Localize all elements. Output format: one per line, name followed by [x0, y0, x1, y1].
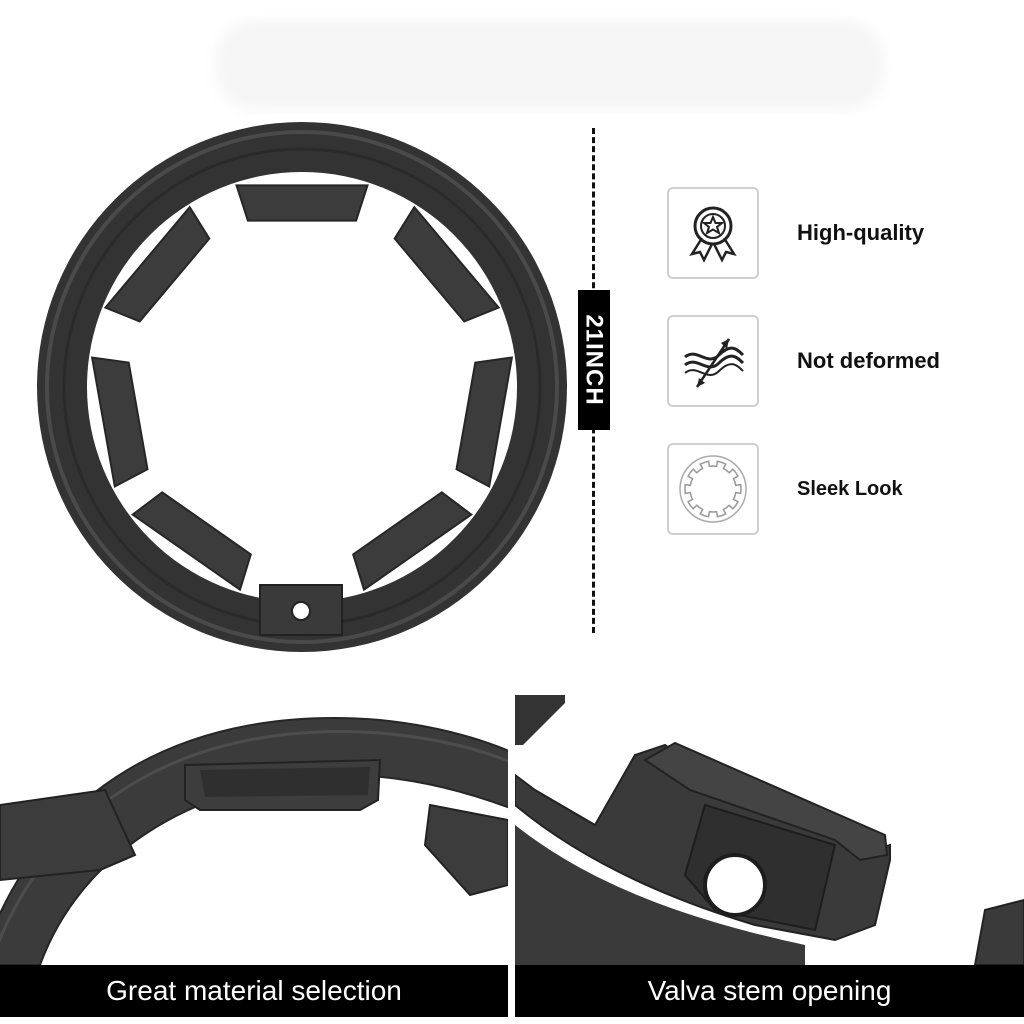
closeup-valve-stem-image [515, 695, 1024, 965]
wheel-trim-ring-image [37, 122, 567, 652]
top-blurred-area [215, 20, 885, 110]
ring-inner-tab [455, 356, 514, 489]
caption-text: Valva stem opening [647, 975, 892, 1006]
ring-inner-tab [393, 205, 501, 323]
feature-high-quality: High-quality [667, 187, 1024, 281]
ring-inner-tab [131, 491, 252, 592]
feature-label: High-quality [797, 220, 925, 245]
ring-inner-tab [352, 491, 473, 592]
feature-label: Not deformed [797, 348, 940, 373]
gear-outline-icon [667, 443, 759, 535]
ring-inner-tab [103, 205, 211, 323]
closeup-material-image [0, 695, 508, 965]
ring-inner-tab [235, 184, 369, 222]
size-badge: 21INCH [578, 290, 610, 430]
ring-inner-tab [90, 356, 149, 489]
size-badge-text: 21INCH [581, 314, 609, 406]
award-medal-icon [667, 187, 759, 279]
flex-wave-icon [667, 315, 759, 407]
caption-text: Great material selection [106, 975, 402, 1006]
feature-sleek-look: Sleek Look [667, 443, 1024, 537]
caption-material: Great material selection [0, 965, 508, 1017]
feature-not-deformed: Not deformed [667, 315, 1024, 409]
caption-valve-stem: Valva stem opening [515, 965, 1024, 1017]
feature-label: Sleek Look [797, 477, 903, 500]
